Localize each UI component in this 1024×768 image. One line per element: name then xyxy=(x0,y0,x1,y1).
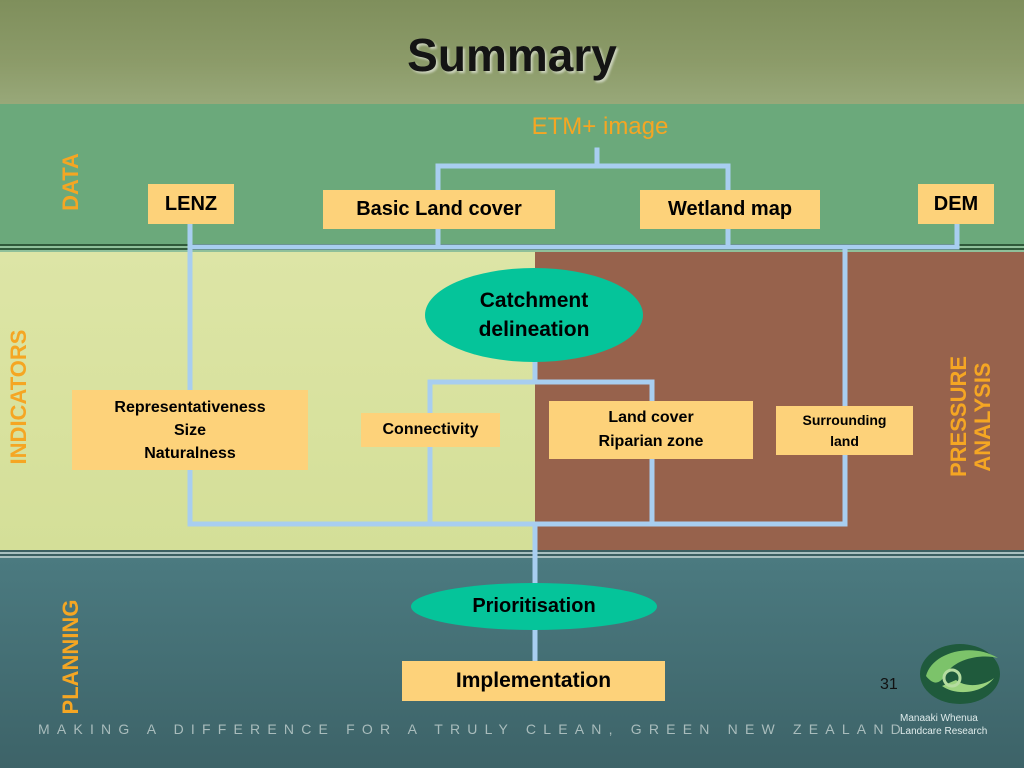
wetland-map-box: Wetland map xyxy=(640,190,820,229)
section-label-planning: PLANNING xyxy=(58,599,83,715)
catchment-line2: delineation xyxy=(478,318,590,341)
catchment-delineation-oval: Catchment delineation xyxy=(425,268,643,362)
connectivity-box: Connectivity xyxy=(361,413,500,447)
representativeness-line1: Representativeness xyxy=(114,398,266,416)
section-label-indicators: INDICATORS xyxy=(6,329,31,465)
logo-text: Manaaki Whenua Landcare Research xyxy=(900,712,1024,738)
logo-line2: Landcare Research xyxy=(900,726,988,737)
lenz-box: LENZ xyxy=(148,184,234,224)
surrounding-land-box: Surrounding land xyxy=(776,406,913,455)
page-number: 31 xyxy=(880,676,898,693)
title-band xyxy=(0,0,1024,104)
dem-box: DEM xyxy=(918,184,994,224)
landcare-logo-icon xyxy=(920,644,1000,704)
representativeness-line2: Size xyxy=(173,421,206,439)
band-divider xyxy=(0,550,1024,558)
prioritisation-oval: Prioritisation xyxy=(411,583,657,630)
land-cover-line2: Riparian zone xyxy=(598,433,704,450)
surrounding-line2: land xyxy=(830,432,859,449)
etm-image-label: ETM+ image xyxy=(531,113,669,140)
footer-tagline: MAKING A DIFFERENCE FOR A TRULY CLEAN, G… xyxy=(38,721,908,737)
section-label-pressure-analysis: PRESSURE ANALYSIS xyxy=(946,355,997,477)
representativeness-line3: Naturalness xyxy=(144,444,236,462)
catchment-line1: Catchment xyxy=(479,289,589,312)
section-label-data: DATA xyxy=(58,153,83,211)
pressure-label-line2: ANALYSIS xyxy=(970,362,995,472)
logo-line1: Manaaki Whenua xyxy=(900,713,978,724)
basic-land-cover-box: Basic Land cover xyxy=(323,190,555,229)
surrounding-line1: Surrounding xyxy=(802,411,887,428)
representativeness-box: Representativeness Size Naturalness xyxy=(72,390,308,470)
implementation-box: Implementation xyxy=(402,661,665,701)
land-cover-line1: Land cover xyxy=(608,409,694,426)
slide-title: Summary xyxy=(407,29,617,81)
pressure-label-line1: PRESSURE xyxy=(946,355,971,477)
land-cover-riparian-box: Land cover Riparian zone xyxy=(549,401,753,459)
